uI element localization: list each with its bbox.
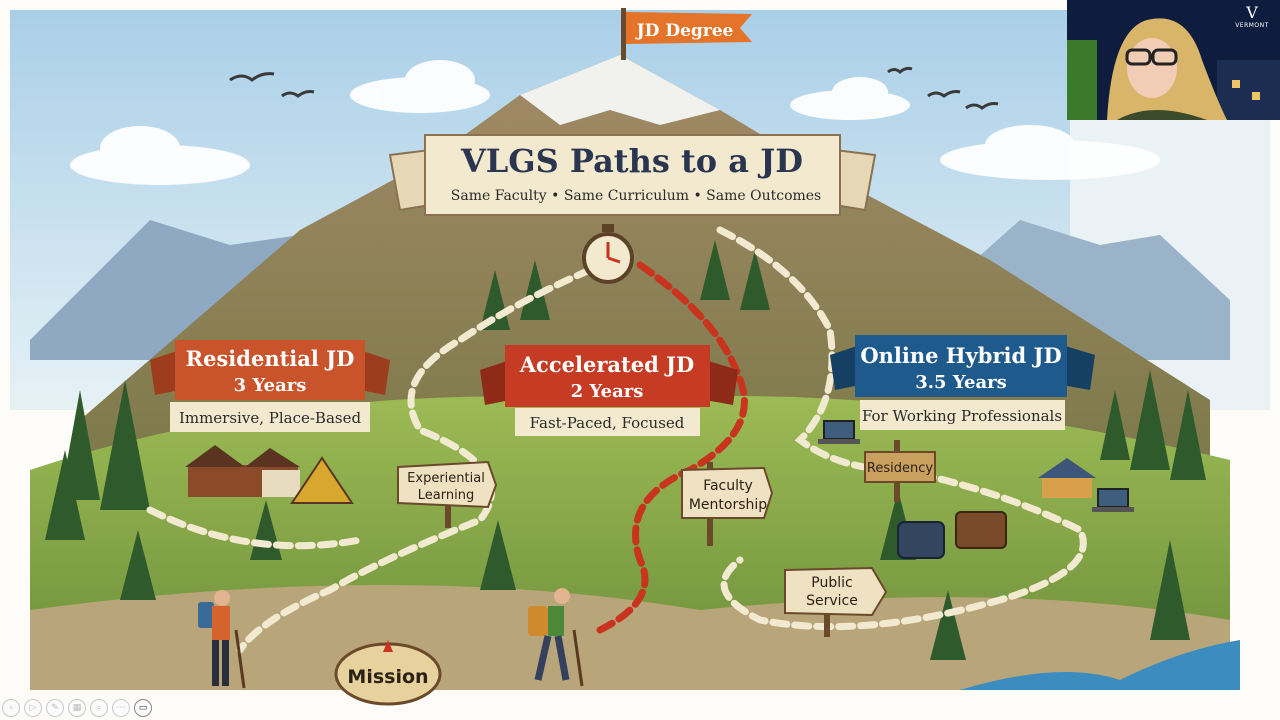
sign-mentorship: Faculty Mentorship bbox=[681, 462, 774, 546]
sign-mentorship-line2: Mentorship bbox=[689, 497, 767, 513]
laptop-icon-2 bbox=[1092, 488, 1134, 512]
zoom-icon[interactable]: ⌕ bbox=[90, 699, 108, 717]
title-scroll: VLGS Paths to a JD Same Faculty • Same C… bbox=[388, 134, 877, 216]
accelerated-duration: 2 Years bbox=[571, 381, 644, 402]
previous-slide-button[interactable]: ‹ bbox=[2, 699, 20, 717]
lodge-buildings bbox=[185, 445, 354, 504]
path-residential: Residential JD 3 Years Immersive, Place-… bbox=[150, 340, 390, 432]
more-options-icon[interactable]: ⋯ bbox=[112, 699, 130, 717]
sign-experiential-line1: Experiential bbox=[407, 471, 485, 486]
clouds bbox=[70, 60, 1160, 185]
sign-public-service-line1: Public bbox=[811, 575, 852, 591]
river bbox=[960, 640, 1240, 690]
sign-public-service-line2: Service bbox=[806, 593, 858, 609]
vermont-logo-name: VERMONT bbox=[1235, 22, 1269, 29]
slide-subtitle: Same Faculty • Same Curriculum • Same Ou… bbox=[451, 188, 822, 204]
camera-icon[interactable]: ▭ bbox=[134, 699, 152, 717]
birds bbox=[229, 66, 999, 110]
mission-label: Mission bbox=[347, 666, 428, 688]
laptop-icon bbox=[818, 420, 860, 444]
slideshow-controls: ‹ ▷ ✎ ▦ ⌕ ⋯ ▭ bbox=[2, 698, 152, 718]
sign-residency: Residency bbox=[864, 440, 936, 502]
play-icon[interactable]: ▷ bbox=[24, 699, 42, 717]
sign-residency-label: Residency bbox=[867, 461, 933, 476]
mission-compass: Mission bbox=[334, 640, 442, 706]
residential-duration: 3 Years bbox=[234, 375, 307, 396]
chest-icon bbox=[955, 511, 1007, 549]
sign-experiential: Experiential Learning bbox=[397, 460, 498, 528]
grid-icon[interactable]: ▦ bbox=[68, 699, 86, 717]
sign-public-service: Public Service bbox=[784, 566, 888, 637]
path-online-hybrid: Online Hybrid JD 3.5 Years For Working P… bbox=[830, 335, 1095, 430]
residential-tagline: Immersive, Place-Based bbox=[179, 409, 362, 427]
summit-flag: JD Degree bbox=[621, 8, 752, 60]
accelerated-name: Accelerated JD bbox=[519, 352, 694, 377]
cabin bbox=[1038, 458, 1096, 498]
summit-flag-label: JD Degree bbox=[635, 21, 734, 41]
briefcase-icon bbox=[897, 521, 945, 559]
online-hybrid-tagline: For Working Professionals bbox=[862, 407, 1062, 425]
trees bbox=[45, 240, 1206, 660]
vermont-logo-mark: V bbox=[1246, 3, 1258, 22]
pen-icon[interactable]: ✎ bbox=[46, 699, 64, 717]
sign-mentorship-line1: Faculty bbox=[703, 478, 753, 494]
presenter-video-frame bbox=[1067, 0, 1280, 120]
stopwatch-icon bbox=[582, 224, 634, 284]
accelerated-tagline: Fast-Paced, Focused bbox=[530, 414, 685, 432]
vermont-logo: V VERMONT bbox=[1230, 3, 1274, 30]
webcam-video: V VERMONT bbox=[1067, 0, 1280, 120]
sign-experiential-line2: Learning bbox=[418, 488, 474, 503]
slide-title: VLGS Paths to a JD bbox=[460, 142, 803, 180]
path-accelerated: Accelerated JD 2 Years Fast-Paced, Focus… bbox=[480, 345, 738, 436]
hiker-right bbox=[528, 588, 584, 687]
online-hybrid-name: Online Hybrid JD bbox=[860, 343, 1061, 368]
residential-name: Residential JD bbox=[186, 346, 355, 371]
snow-cap bbox=[520, 55, 720, 125]
hiker-left bbox=[198, 590, 246, 689]
online-hybrid-duration: 3.5 Years bbox=[915, 372, 1007, 393]
